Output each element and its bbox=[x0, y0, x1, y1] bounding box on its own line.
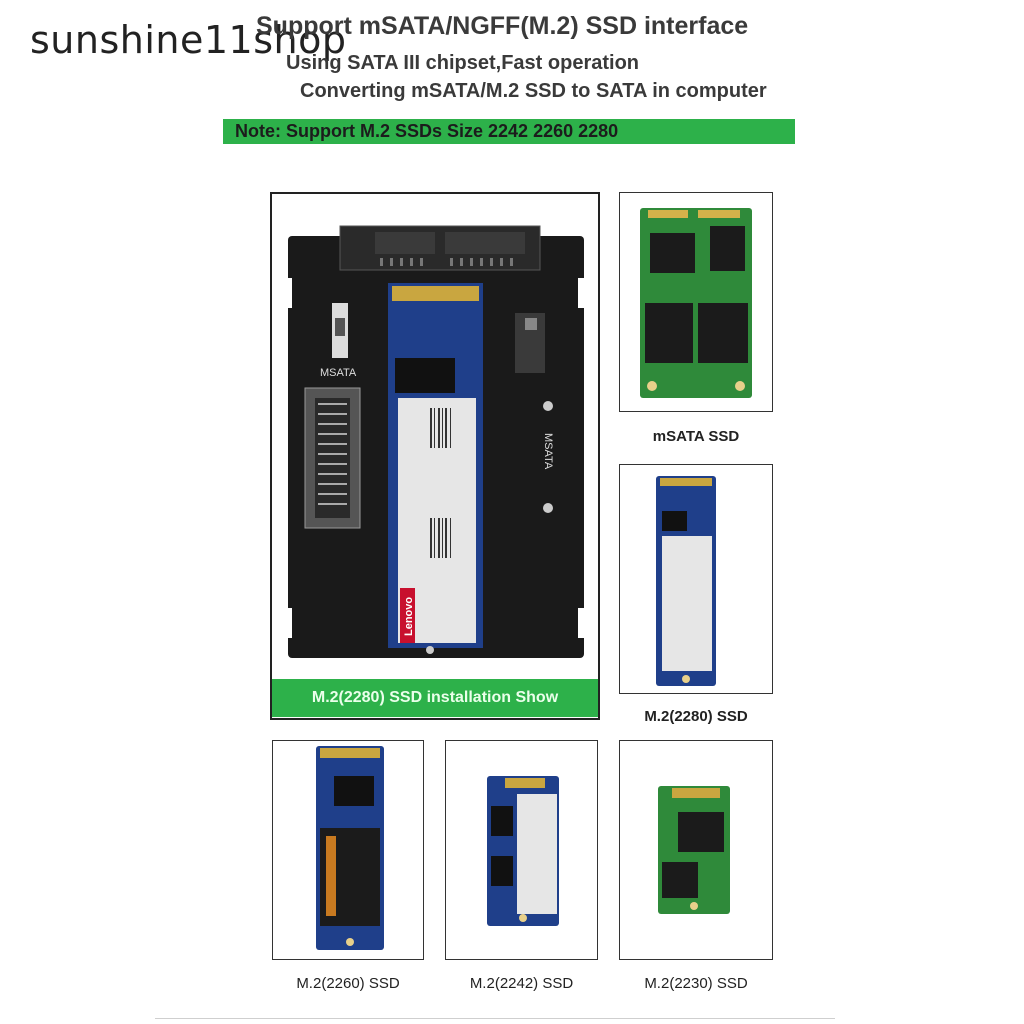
bottom-divider bbox=[155, 1018, 835, 1019]
m2-2260-caption: M.2(2260) SSD bbox=[296, 975, 400, 992]
msata-ssd-caption: mSATA SSD bbox=[652, 428, 740, 445]
note-banner: Note: Support M.2 SSDs Size 2242 2260 22… bbox=[223, 119, 795, 144]
header-subtitle-2: Converting mSATA/M.2 SSD to SATA in comp… bbox=[300, 80, 767, 102]
header-subtitle-1: Using SATA III chipset,Fast operation bbox=[286, 52, 639, 74]
m2-2260-image bbox=[316, 746, 384, 950]
m2-2230-image bbox=[658, 786, 730, 914]
m2-2280-caption: M.2(2280) SSD bbox=[644, 708, 748, 725]
svg-text:MSATA: MSATA bbox=[320, 367, 357, 379]
m2-2242-caption: M.2(2242) SSD bbox=[469, 975, 574, 992]
installation-caption: M.2(2280) SSD installation Show bbox=[272, 679, 598, 717]
msata-label-right: MSATA bbox=[542, 433, 554, 470]
m2-2280-image bbox=[656, 476, 716, 686]
m2-2242-image bbox=[487, 776, 559, 926]
msata-ssd-image bbox=[640, 208, 752, 398]
m2-2230-caption: M.2(2230) SSD bbox=[644, 975, 748, 992]
ssd-brand-label: Lenovo bbox=[403, 597, 415, 636]
adapter-board-illustration: MSATA Lenovo MSATA bbox=[280, 225, 590, 658]
shop-watermark: sunshine11shop bbox=[30, 18, 347, 62]
header-title: Support mSATA/NGFF(M.2) SSD interface bbox=[256, 12, 749, 40]
